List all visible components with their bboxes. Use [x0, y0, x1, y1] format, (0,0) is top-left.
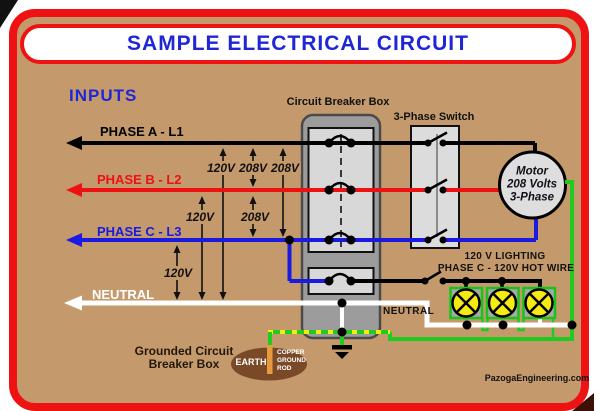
motor-label-line2: 208 Volts	[506, 178, 558, 191]
voltage-a-c: 208V	[268, 161, 302, 175]
motor-symbol	[498, 150, 567, 220]
phase-c-label: PHASE C - L3	[97, 224, 182, 239]
watermark-text: PazogaEngineering.com	[484, 373, 590, 383]
voltage-a-b: 208V	[236, 161, 270, 175]
phase-b-label: PHASE B - L2	[97, 172, 182, 187]
phase-switch-label: 3-Phase Switch	[393, 111, 475, 123]
voltage-measure-arrows	[173, 148, 287, 300]
junction-dots	[337, 298, 577, 337]
lamp-bulb-1	[451, 288, 481, 318]
breaker-contacts	[324, 134, 356, 286]
lighting-caption-line1: 120 V LIGHTING	[464, 251, 546, 262]
lamp-fixtures	[449, 286, 557, 320]
lighting-hot-wire	[351, 270, 542, 288]
lamp-bulb-2	[487, 288, 518, 318]
voltage-c-neutral: 120V	[161, 266, 195, 280]
copper-rod-label: COPPER GROUND ROD	[277, 349, 306, 373]
lighting-neutral-label: NEUTRAL	[383, 306, 435, 317]
phase-b-wire	[66, 183, 501, 197]
voltage-a-neutral: 120V	[204, 161, 238, 175]
lamp-bulb-3	[524, 288, 554, 318]
phase-c-wire	[66, 217, 538, 283]
grounded-caption-line2: Breaker Box	[148, 357, 220, 371]
voltage-b-neutral: 120V	[183, 210, 217, 224]
grounded-caption-line1: Grounded Circuit	[134, 344, 234, 358]
copper-rod-label-line1: COPPER	[277, 349, 305, 356]
copper-ground-rod	[267, 345, 273, 374]
voltage-b-c: 208V	[238, 210, 272, 224]
ground-wiring	[268, 180, 574, 346]
page-title: SAMPLE ELECTRICAL CIRCUIT	[127, 32, 469, 55]
breaker-box-label: Circuit Breaker Box	[286, 96, 390, 108]
motor-label-line1: Motor	[516, 165, 548, 178]
phase-a-label: PHASE A - L1	[100, 124, 184, 139]
motor-label: Motor 208 Volts 3-Phase	[507, 166, 557, 205]
motor-label-line3: 3-Phase	[509, 191, 555, 204]
lighting-caption-line2: PHASE C - 120V HOT WIRE	[437, 263, 575, 274]
copper-rod-label-line2: GROUND	[277, 357, 306, 364]
title-banner: SAMPLE ELECTRICAL CIRCUIT	[20, 24, 576, 64]
arrow-a-to-neutral	[219, 148, 227, 300]
diagram-background-card	[9, 9, 589, 411]
copper-rod-label-line3: ROD	[277, 365, 292, 372]
earth-label: EARTH	[235, 357, 267, 367]
switch-blades	[424, 131, 448, 244]
neutral-label: NEUTRAL	[92, 287, 155, 302]
earth-ground-symbol	[332, 345, 352, 359]
inputs-heading: INPUTS	[69, 86, 138, 105]
